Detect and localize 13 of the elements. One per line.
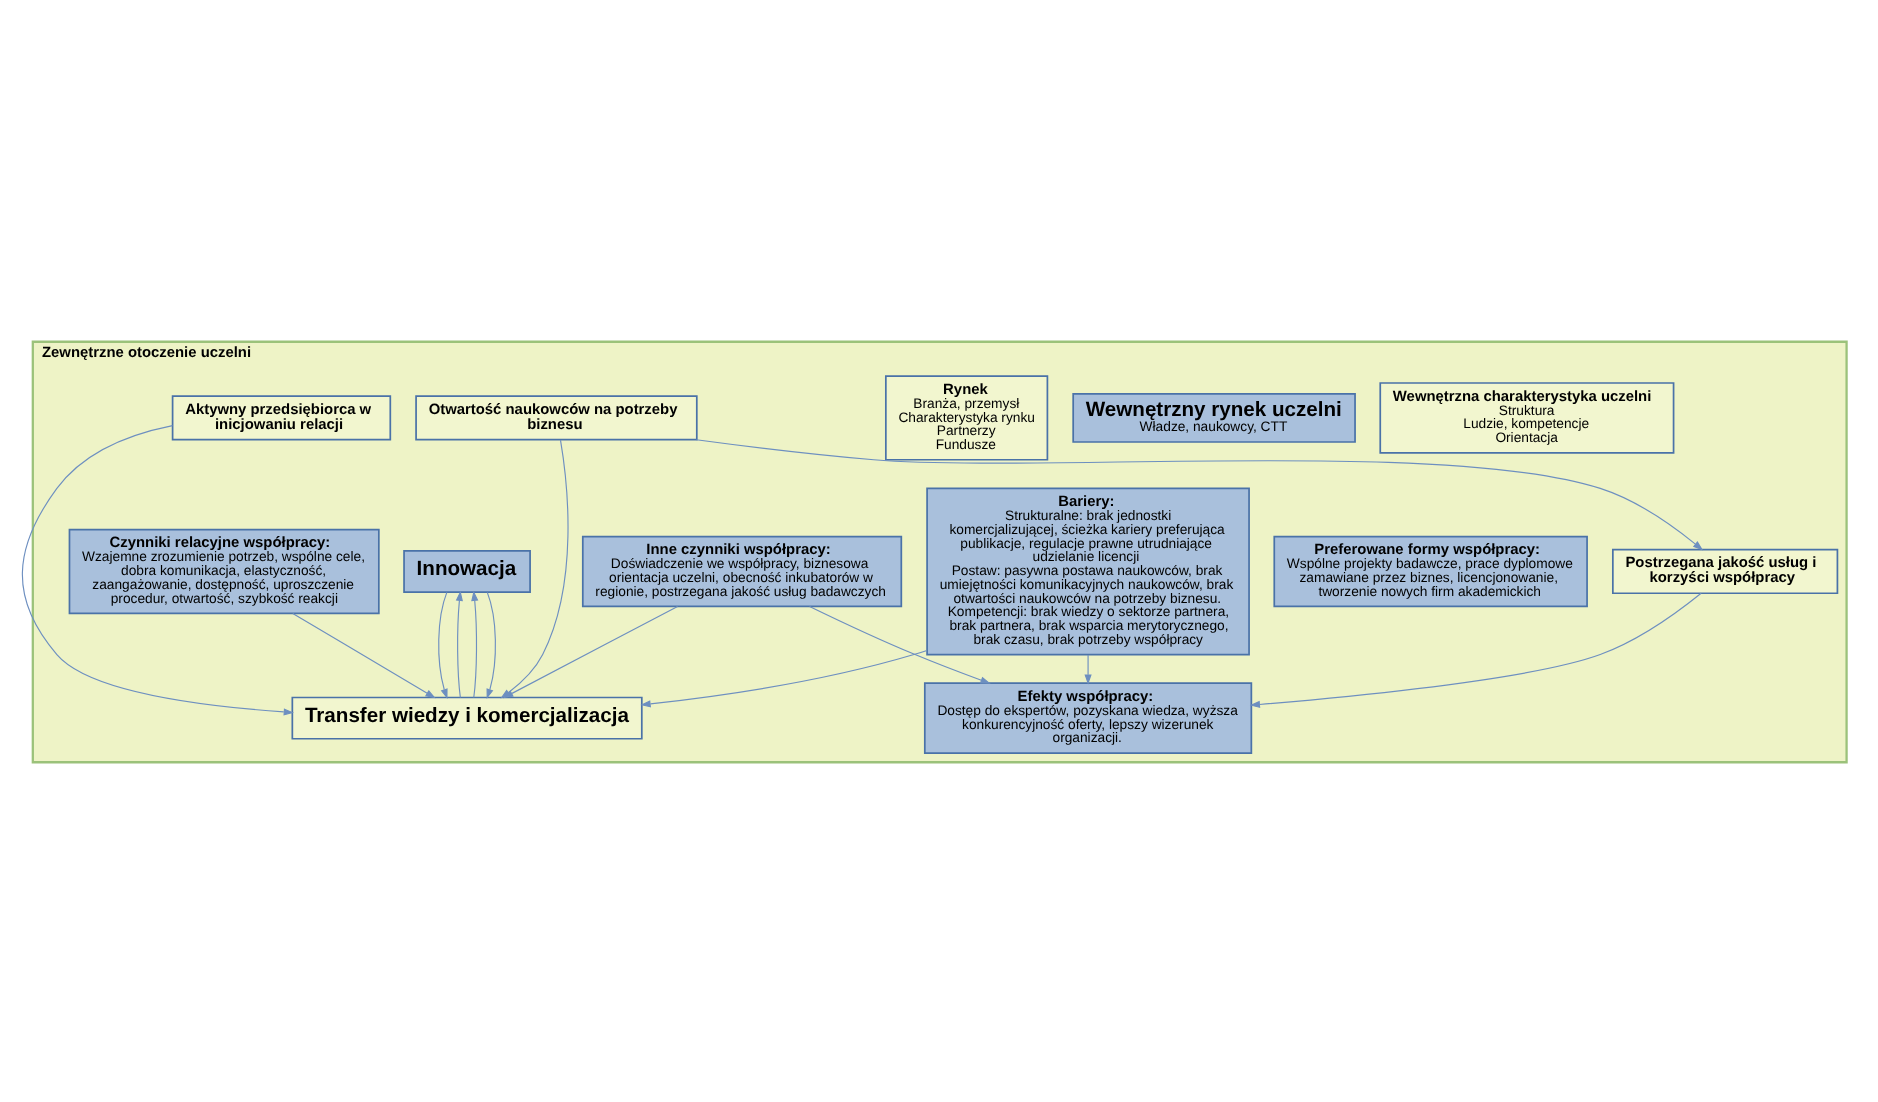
arrow (640, 648, 928, 707)
arrow (438, 590, 448, 699)
arrow (695, 438, 1704, 550)
arrow (21, 424, 294, 715)
arrow (1249, 591, 1702, 708)
arrow (292, 611, 436, 698)
node-box: Transfer wiedzy i komercjalizacja (291, 695, 643, 739)
arrow (455, 589, 463, 698)
arrow (1084, 653, 1092, 684)
arrow (486, 590, 496, 699)
node-box: Innowacja (403, 549, 531, 592)
arrow (471, 589, 479, 698)
arrow (809, 604, 991, 683)
